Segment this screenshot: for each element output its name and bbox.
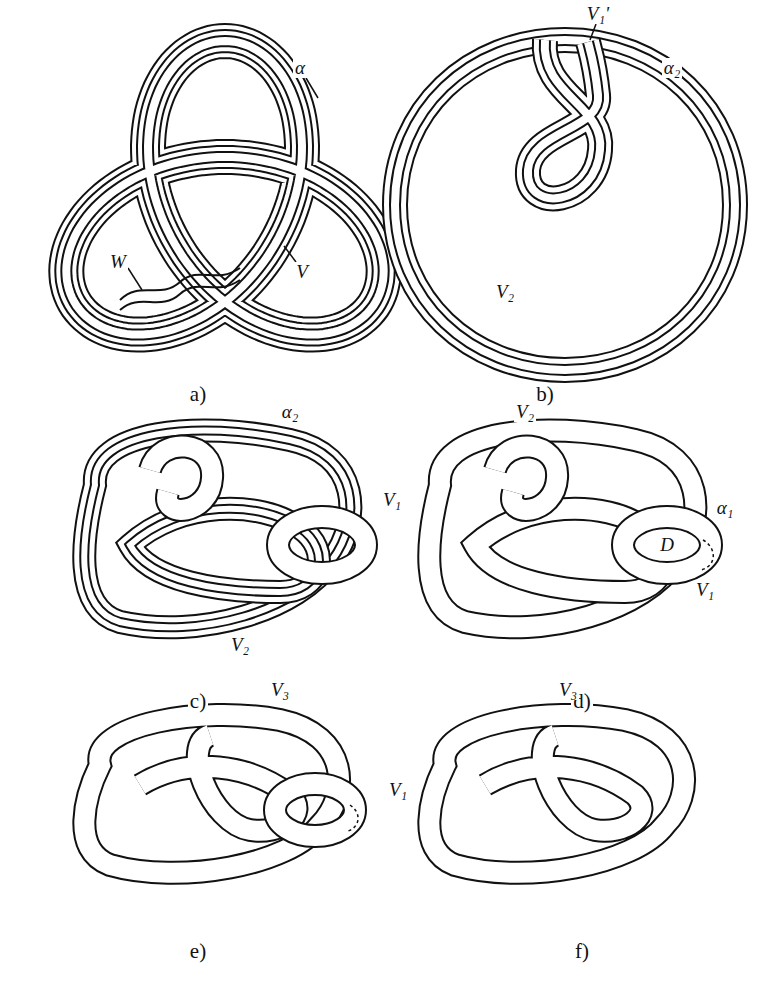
panel-letter: f) [573, 940, 591, 963]
part-label: α₂ [280, 402, 301, 423]
panel-letter: c) [188, 690, 208, 713]
leader-line [306, 78, 318, 98]
knot-tube [84, 715, 358, 873]
knot-tube [429, 715, 684, 873]
leader-line [128, 268, 142, 290]
link-tubes [84, 430, 366, 627]
part-label: α [293, 58, 307, 79]
part-label: V₁ [694, 580, 716, 601]
panel-letter: b) [534, 383, 556, 406]
part-label: V₃ [269, 680, 291, 701]
part-label: V₂ [494, 282, 516, 303]
leader-line [590, 24, 596, 40]
part-label: D [658, 535, 676, 556]
part-label: V [294, 262, 310, 283]
part-label: V₂ [229, 635, 251, 656]
part-label: α₂ [662, 58, 683, 79]
part-label: V₂ [514, 402, 536, 423]
part-label: V₁ [381, 490, 403, 511]
trefoil-tube [66, 41, 383, 335]
panel-letter: e) [188, 940, 208, 963]
leader-line [284, 246, 296, 262]
part-label: V₁' [585, 4, 611, 25]
link-tubes [429, 430, 713, 627]
part-label: α₁ [715, 498, 736, 519]
part-label: V₃ [557, 680, 579, 701]
part-label: W [108, 252, 128, 273]
panel-letter: a) [188, 383, 208, 406]
part-label: V₁ [387, 780, 409, 801]
solid-torus-tube [395, 40, 735, 370]
